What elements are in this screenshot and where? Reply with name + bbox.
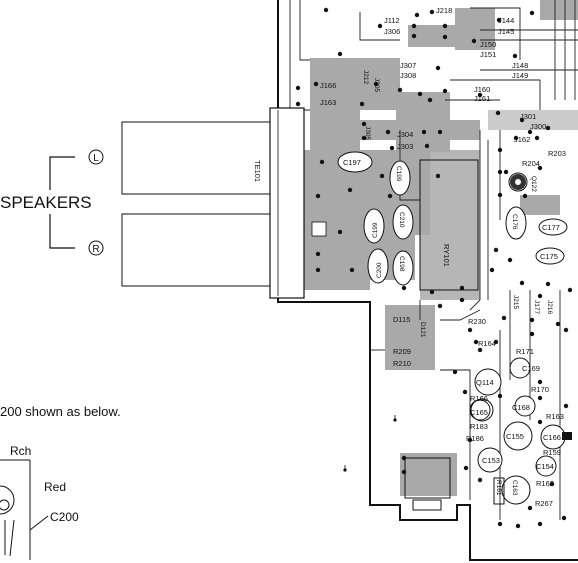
jumper-label: J112	[384, 16, 400, 25]
part-label: C198	[398, 256, 405, 272]
part-label: D115	[393, 315, 410, 324]
pcb-traces	[289, 0, 578, 520]
part-label: R209	[393, 347, 411, 356]
jumper-label: J149	[512, 71, 528, 80]
part-label: C165	[470, 408, 488, 417]
part-label: R267	[535, 499, 553, 508]
part-label: C177	[542, 223, 560, 232]
part-label: R210	[393, 359, 411, 368]
left-channel-letter: L	[93, 153, 99, 164]
jumper-label: J161	[474, 94, 490, 103]
part-label: C168	[512, 403, 530, 412]
jumper-label: J303	[397, 142, 413, 151]
part-label: R186	[466, 434, 484, 443]
part-label: R166	[470, 394, 488, 403]
jumper-label: J151	[480, 50, 496, 59]
part-label: C175	[540, 252, 558, 261]
part-label: R161	[495, 480, 502, 496]
part-label: C166	[543, 433, 561, 442]
part-label: C199	[395, 166, 402, 182]
jumper-label: J163	[320, 98, 336, 107]
jumper-label: J215	[512, 295, 519, 309]
jumper-label: J216	[546, 300, 553, 314]
part-label: Q114	[476, 378, 494, 387]
note-text: 200 shown as below.	[0, 404, 121, 419]
terminal-label: TE101	[253, 160, 262, 182]
jumper-label: J160	[474, 85, 490, 94]
jumper-label: J148	[512, 61, 528, 70]
part-label: R204	[522, 159, 540, 168]
right-channel-letter: R	[92, 244, 99, 255]
board-outline	[277, 0, 578, 561]
jumper-label: J150	[480, 40, 496, 49]
part-label: RY101	[442, 244, 451, 267]
part-label: R171	[516, 347, 534, 356]
part-label: C153	[482, 456, 500, 465]
part-label: C210	[398, 212, 405, 228]
part-label: C155	[506, 432, 524, 441]
part-label: D121	[419, 322, 426, 338]
part-label: R170	[531, 385, 549, 394]
jumper-label: J307	[400, 61, 416, 70]
jumper-label: J177	[533, 300, 540, 314]
jumper-label: J144	[498, 16, 514, 25]
part-label: C200	[376, 262, 383, 278]
component-outlines	[337, 151, 568, 511]
jumper-label: J218	[436, 6, 452, 15]
jumper-labels: J218 J112 J144 J306 J145 J150 J151 J307 …	[320, 6, 553, 314]
part-label: C169	[522, 364, 540, 373]
part-label: R164	[478, 339, 496, 348]
part-label: C154	[536, 462, 554, 471]
part-label: R163	[546, 412, 564, 421]
part-label: C176	[511, 214, 518, 230]
detail-color: Red	[44, 480, 66, 494]
speakers-title: SPEAKERS	[0, 193, 92, 212]
part-label: C163	[511, 480, 518, 496]
part-labels: C197 C199 C199 C210 C200 C198 RY101 R203…	[343, 149, 566, 508]
speakers-callout: L R SPEAKERS	[0, 149, 104, 256]
part-label: R159	[543, 448, 561, 457]
terminal-te101: TE101	[121, 107, 305, 299]
part-label: Q122	[530, 176, 537, 192]
jumper-label: J205	[373, 78, 380, 92]
left-channel-marker	[88, 149, 104, 165]
part-label: R203	[548, 149, 566, 158]
jumper-label: J162	[514, 135, 530, 144]
detail-part: C200	[50, 510, 79, 524]
detail-channel: Rch	[10, 444, 31, 458]
right-channel-marker	[88, 240, 104, 256]
jumper-label: J308	[400, 71, 416, 80]
detail-inset: Rch Red C200	[0, 444, 79, 560]
jumper-label: J212	[362, 70, 369, 84]
jumper-label: J145	[498, 27, 514, 36]
solder-pads	[295, 7, 573, 529]
jumper-label: J305	[364, 126, 371, 140]
jumper-label: J166	[320, 81, 336, 90]
part-label: R162	[536, 479, 554, 488]
part-label: R230	[468, 317, 486, 326]
jumper-label: J306	[384, 27, 400, 36]
jumper-label: J304	[397, 130, 413, 139]
jumper-label: J301	[520, 112, 536, 121]
part-label: C197	[343, 158, 361, 167]
part-label: R183	[470, 422, 488, 431]
capacitor-c166-band	[562, 432, 572, 440]
copper-areas	[304, 0, 578, 496]
part-label: C199	[372, 222, 379, 238]
transistor-q122-hole	[515, 179, 521, 185]
jumper-label: J300	[530, 122, 546, 131]
